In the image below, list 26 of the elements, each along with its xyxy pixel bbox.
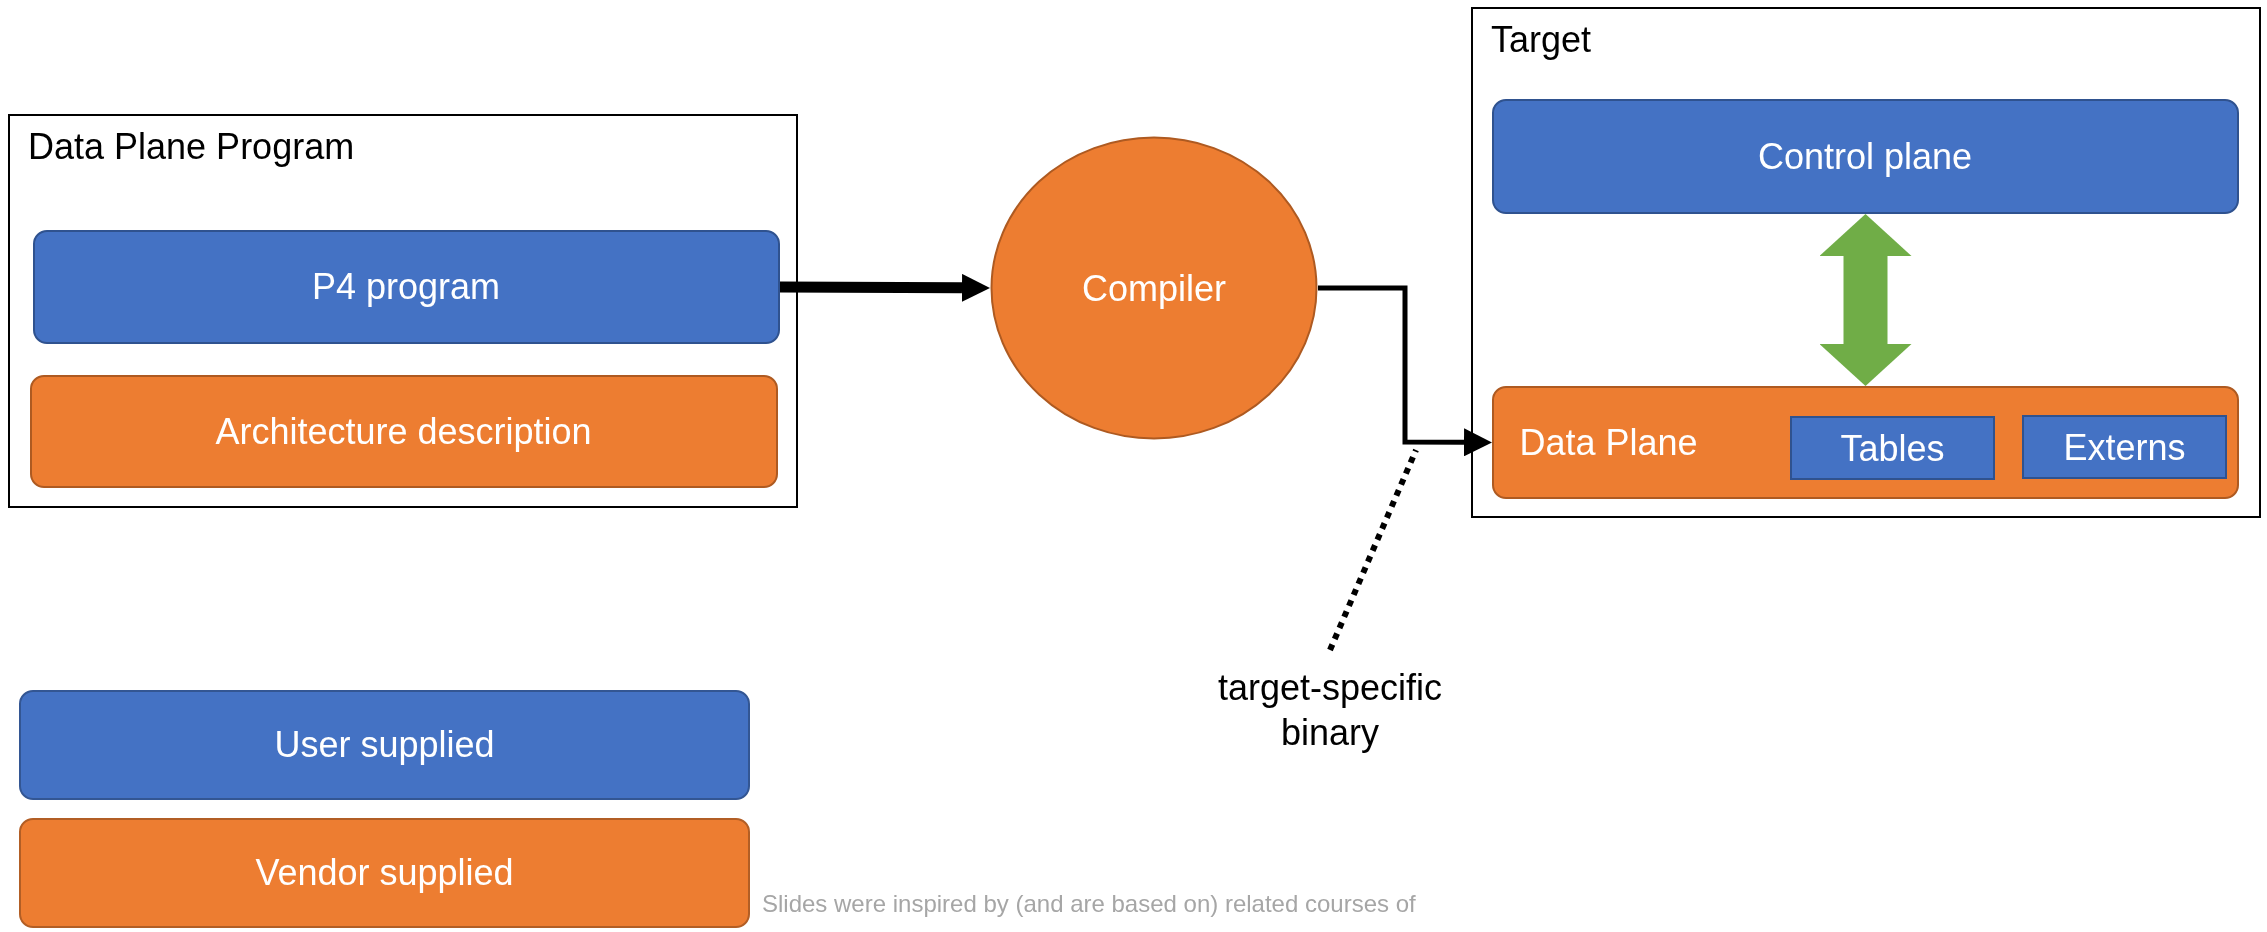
group-frame: [1471, 7, 2261, 518]
legend-label: Vendor supplied: [255, 852, 514, 894]
group-title: Data Plane Program: [28, 126, 355, 168]
component-box: [1790, 416, 1995, 480]
legend-label: User supplied: [274, 724, 495, 766]
component-box: [29, 374, 778, 488]
component-box: [1491, 385, 2239, 499]
footer-note: Slides were inspired by (and are based on) related courses of: [762, 890, 1416, 918]
component-box: [32, 229, 780, 344]
component-box: [1491, 98, 2239, 214]
box-label: Architecture description: [215, 409, 592, 454]
group-title: Target: [1491, 19, 1592, 61]
leader-line: [1327, 448, 1419, 652]
box-label: Data Plane: [1518, 420, 1698, 465]
box-label: Control plane: [1757, 134, 1973, 179]
arrow: [1318, 285, 1492, 457]
double-arrow: [1819, 214, 1912, 386]
box-label: P4 program: [311, 265, 501, 309]
compiler-ellipse: [990, 136, 1318, 440]
box-label: Externs: [2063, 425, 2186, 470]
group-frame: [8, 114, 798, 508]
box-label: Compiler: [1081, 266, 1226, 311]
arrow: [780, 273, 990, 302]
component-box: [2022, 415, 2227, 479]
callout-label: target-specific binary: [1216, 666, 1444, 755]
box-label: Tables: [1840, 426, 1945, 471]
